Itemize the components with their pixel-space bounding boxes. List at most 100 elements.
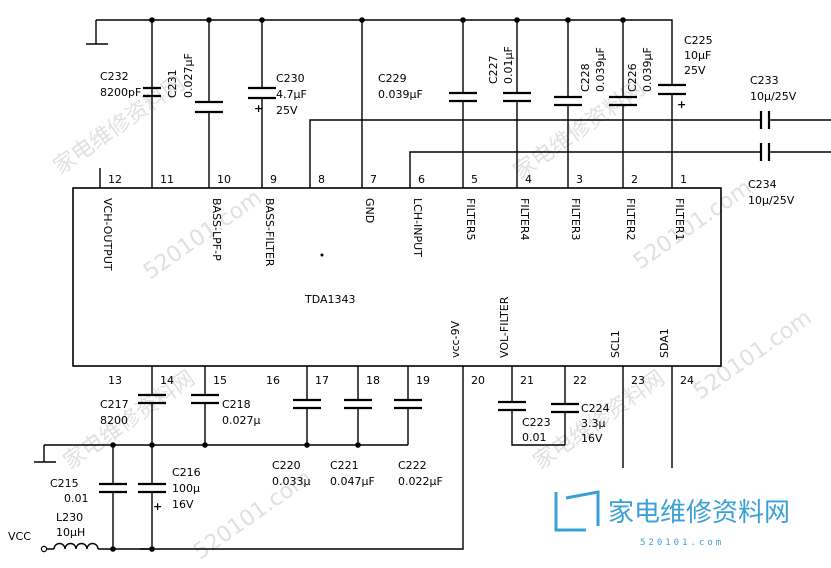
watermark-url-4: 520101.com [689,305,816,405]
c227-ref: C227 [487,55,500,84]
c225-ref: C225 [684,34,713,47]
pin-label-6: LCH-INPUT [411,198,424,257]
pin-label-9: BASS-FILTER [263,198,276,267]
c226-ref: C226 [626,63,639,92]
c218-value: 0.027μ [222,414,261,427]
c221-capacitor [344,398,372,410]
c216-ref: C216 [172,466,201,479]
c225-capacitor [658,83,686,96]
pin6-to-c234-wire [409,151,755,188]
c223-lead [511,366,565,446]
pin-number-18: 18 [366,374,380,387]
c232-capacitor [143,86,161,98]
c215-value: 0.01 [64,492,89,505]
pin-number-4: 4 [525,173,532,186]
c233-value: 10μ/25V [750,90,797,103]
pin-number-21: 21 [520,374,534,387]
vcc-terminal [40,545,48,553]
pin20-vcc-wire [140,366,464,550]
c216-voltage: 16V [172,498,194,511]
c220-ref: C220 [272,459,301,472]
c229-capacitor [449,91,477,103]
c223-capacitor [498,400,526,412]
pin-number-3: 3 [576,173,583,186]
c217-ref: C217 [100,398,129,411]
c227-capacitor [503,91,531,103]
vcc-label: VCC [8,530,31,543]
c228-value: 0.039μF [594,47,607,92]
pin-label-21: VOL-FILTER [498,296,511,358]
c230-polarity-plus: + [254,102,263,115]
pin-number-6: 6 [418,173,425,186]
pin-number-1: 1 [680,173,687,186]
pin-number-10: 10 [217,173,231,186]
c216-capacitor [138,482,166,494]
pin-number-24: 24 [680,374,694,387]
c230-capacitor [248,86,276,100]
c222-ref: C222 [398,459,427,472]
watermark-brand-3: 家电维修资料网 [59,366,200,475]
pin-label-20: vcc-9V [449,320,462,358]
pin-label-4: FILTER4 [518,198,531,241]
c232-value: 8200pF [100,86,141,99]
chip-name: TDA1343 [304,293,356,306]
pin-number-22: 22 [573,374,587,387]
pin-number-23: 23 [631,374,645,387]
pin-label-12: VCH-OUTPUT [101,198,114,271]
pin-number-20: 20 [471,374,485,387]
c225-voltage: 25V [684,64,706,77]
c220-capacitor [293,398,321,410]
pin-number-5: 5 [471,173,478,186]
c233-ref: C233 [750,74,779,87]
c227-value: 0.01μF [502,46,515,84]
c229-ref: C229 [378,72,407,85]
c228-ref: C228 [579,63,592,92]
watermark-logo-url: 520101.com [640,538,724,548]
c223-value: 0.01 [522,431,547,444]
c230-ref: C230 [276,72,305,85]
c225-polarity-plus: + [677,98,686,111]
c224-ref: C224 [581,402,610,415]
pin-label-2: FILTER2 [624,198,637,241]
pin-number-19: 19 [416,374,430,387]
watermark-url-1: 520101.com [139,185,266,285]
watermark-logo: 家电维修资料网 520101.com [554,490,790,548]
pin-number-7: 7 [370,173,377,186]
c224-value: 3.3μ [581,417,606,430]
c216-value: 100μ [172,482,200,495]
c216-polarity-plus: + [153,500,162,513]
c217-value: 8200 [100,414,128,427]
watermark-url-2: 520101.com [629,175,756,275]
c231-ref: C231 [166,69,179,98]
book-icon [554,490,600,532]
c229-value: 0.039μF [378,88,423,101]
c221-ref: C221 [330,459,359,472]
pin-number-8: 8 [318,173,325,186]
c231-capacitor [195,100,223,114]
pin-label-7: GND [363,198,376,223]
c215-capacitor [99,482,127,494]
pin-number-9: 9 [270,173,277,186]
pin-number-16: 16 [266,374,280,387]
pin-label-1: FILTER1 [673,198,686,241]
ic-dot [320,253,324,257]
c224-voltage: 16V [581,432,603,445]
c223-ref: C223 [522,416,551,429]
c230-value: 4.7μF [276,88,307,101]
c217-capacitor [138,393,166,405]
c232-ref: C232 [100,70,129,83]
c226-value: 0.039μF [641,47,654,92]
pin-number-2: 2 [631,173,638,186]
pin-number-17: 17 [315,374,329,387]
pin-label-24: SDA1 [658,328,671,358]
c215-ref: C215 [50,477,79,490]
watermark-logo-text: 家电维修资料网 [608,498,790,528]
c222-value: 0.022μF [398,475,443,488]
c234-ref: C234 [748,178,777,191]
c218-ref: C218 [222,398,251,411]
c218-capacitor [191,393,219,405]
c221-value: 0.047μF [330,475,375,488]
